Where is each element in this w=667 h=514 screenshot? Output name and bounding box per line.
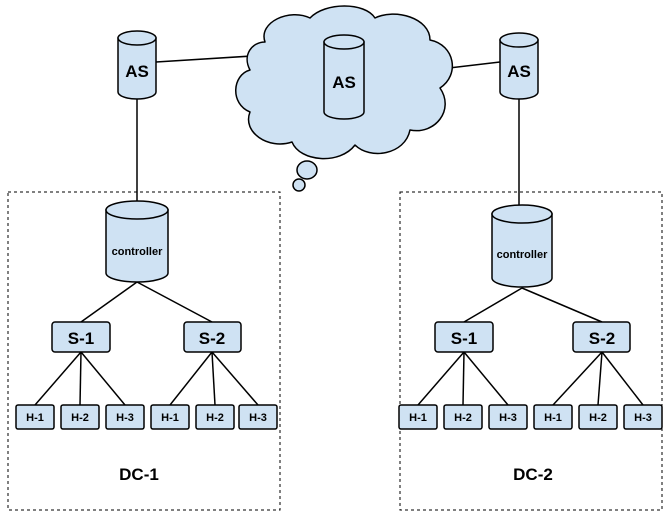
as-label-cloud: AS (332, 73, 356, 92)
switch-label: S-1 (451, 329, 477, 348)
host-dc2-1: H-1 (398, 404, 438, 430)
host-label: H-2 (206, 412, 224, 424)
host-dc2-3: H-3 (488, 404, 528, 430)
as-node-left: AS (117, 30, 157, 100)
host-label: H-3 (249, 412, 267, 424)
switch-label: S-1 (68, 329, 94, 348)
link-dc2-s2-h1 (552, 351, 603, 406)
switch-dc1-s2: S-2 (183, 321, 242, 353)
link-dc1-s1-h2 (79, 351, 82, 406)
controller-label-dc1: controller (112, 246, 163, 258)
link-dc2-s1-h3 (463, 351, 509, 406)
host-dc2-4: H-1 (533, 404, 573, 430)
host-label: H-3 (499, 412, 517, 424)
host-label: H-1 (544, 412, 562, 424)
link-dc2-s1-h1 (417, 351, 465, 406)
host-dc2-2: H-2 (443, 404, 483, 430)
switch-dc1-s1: S-1 (51, 321, 111, 353)
link-dc1-controller-s1 (80, 281, 138, 323)
link-dc1-s2-h2 (211, 351, 216, 406)
dc2: controller S-1 S-2 H-1 H-2 H-3 H-1 H- (398, 204, 663, 484)
link-dc1-s1-h3 (80, 351, 126, 406)
switch-label: S-2 (589, 329, 615, 348)
controller-dc1: controller (105, 200, 169, 283)
as-label-left: AS (125, 62, 149, 81)
link-dc2-s2-h3 (601, 351, 644, 406)
controller-dc2: controller (491, 204, 553, 288)
link-dc2-s1-h2 (462, 351, 465, 406)
host-dc2-6: H-3 (623, 404, 663, 430)
link-dc2-controller-s1 (463, 287, 523, 323)
link-dc1-s2-h3 (211, 351, 259, 406)
host-dc2-5: H-2 (578, 404, 618, 430)
switch-label: S-2 (199, 329, 225, 348)
link-dc1-s1-h1 (34, 351, 82, 406)
host-label: H-2 (454, 412, 472, 424)
link-dc1-s2-h1 (169, 351, 213, 406)
switch-dc2-s1: S-1 (434, 321, 494, 353)
links (34, 54, 644, 406)
dc2-title: DC-2 (513, 465, 553, 484)
controller-label-dc2: controller (497, 249, 548, 261)
dc1-boundary (7, 191, 281, 511)
switch-dc2-s2: S-2 (572, 321, 631, 353)
host-dc1-2: H-2 (60, 404, 100, 430)
host-dc1-4: H-1 (150, 404, 190, 430)
link-dc2-controller-s2 (521, 287, 603, 323)
host-dc1-6: H-3 (238, 404, 278, 430)
host-dc1-1: H-1 (15, 404, 55, 430)
link-dc2-s2-h2 (597, 351, 603, 406)
dc2-boundary (399, 191, 663, 511)
host-label: H-1 (26, 412, 44, 424)
host-label: H-3 (634, 412, 652, 424)
host-label: H-1 (161, 412, 179, 424)
dc1: controller S-1 S-2 H-1 H-2 H-3 H-1 H- (15, 200, 278, 484)
link-dc1-controller-s2 (136, 281, 213, 323)
as-node-right: AS (499, 32, 539, 100)
host-dc1-5: H-2 (195, 404, 235, 430)
host-label: H-2 (589, 412, 607, 424)
host-label: H-1 (409, 412, 427, 424)
as-node-cloud: AS (323, 34, 365, 120)
host-label: H-2 (71, 412, 89, 424)
dc1-title: DC-1 (119, 465, 159, 484)
host-label: H-3 (116, 412, 134, 424)
host-dc1-3: H-3 (105, 404, 145, 430)
as-label-right: AS (507, 62, 531, 81)
